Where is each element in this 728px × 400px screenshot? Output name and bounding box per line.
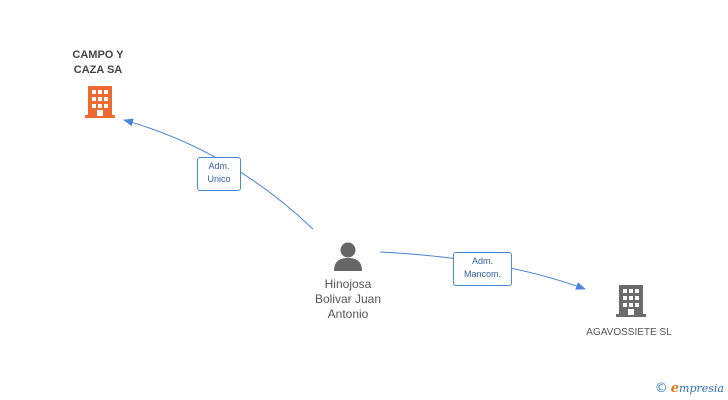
label-line: Antonio [327, 307, 369, 321]
empresia-logo: ©empresia [655, 381, 724, 396]
person-label-hinojosa[interactable]: Hinojosa Bolivar Juan Antonio [298, 277, 398, 322]
edge-label-adm-mancom: Adm. Mancom. [453, 252, 512, 286]
person-icon[interactable] [334, 242, 362, 272]
company-label-campo-y-caza[interactable]: CAMPO Y CAZA SA [50, 48, 146, 78]
edge-label-line: Adm. [208, 161, 230, 171]
label-line: AGAVOSSIETE SL [586, 327, 672, 338]
label-line: Hinojosa [324, 277, 372, 291]
brand-name: mpresia [679, 382, 724, 395]
label-line: CAMPO Y [72, 49, 124, 61]
building-icon[interactable] [85, 86, 115, 118]
company-label-agavossiete[interactable]: AGAVOSSIETE SL [570, 325, 688, 340]
edge-label-line: Unico [207, 174, 231, 184]
label-line: CAZA SA [73, 64, 123, 76]
edge-label-line: Mancom. [463, 269, 501, 279]
brand-initial: e [670, 381, 680, 396]
edge-label-adm-unico: Adm. Unico [197, 157, 241, 191]
label-line: Bolivar Juan [314, 292, 382, 306]
building-icon[interactable] [616, 285, 646, 317]
edge-label-line: Adm. [471, 256, 493, 266]
copyright-icon: © [654, 381, 668, 396]
